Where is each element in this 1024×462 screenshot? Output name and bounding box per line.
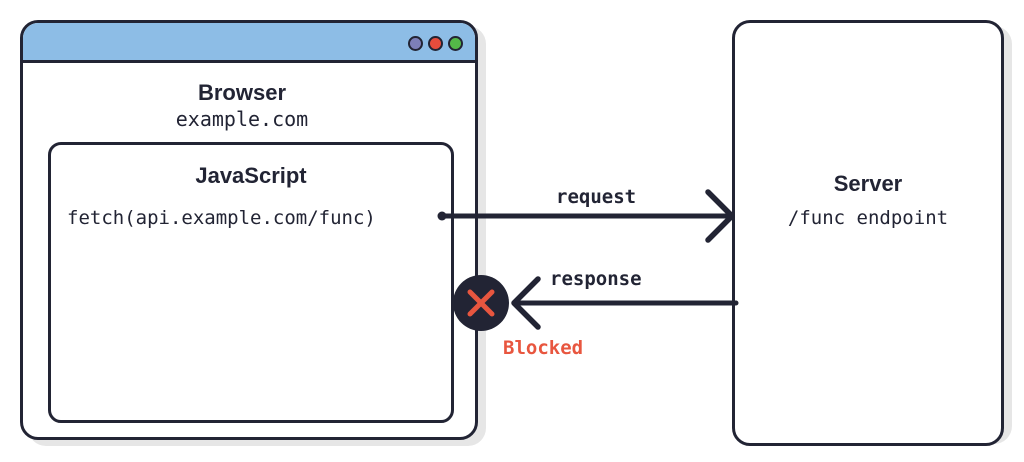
window-close-dot-icon (428, 36, 443, 51)
javascript-box: JavaScript fetch(api.example.com/func) (48, 142, 454, 423)
server-box: Server /func endpoint (732, 20, 1004, 446)
server-endpoint: /func endpoint (787, 207, 949, 229)
response-arrow-head (511, 276, 541, 330)
request-arrow (437, 189, 735, 243)
server-title: Server (833, 171, 903, 196)
response-arrow (511, 276, 739, 330)
response-label: response (550, 268, 642, 290)
javascript-title: JavaScript (195, 163, 307, 188)
request-arrow-head (705, 189, 735, 243)
window-dot-purple-icon (408, 36, 423, 51)
browser-titlebar (23, 23, 475, 63)
javascript-fetch-code: fetch(api.example.com/func) (67, 207, 376, 229)
blocked-label: Blocked (503, 337, 584, 359)
window-dot-green-icon (448, 36, 463, 51)
browser-title: Browser (197, 80, 287, 105)
browser-domain: example.com (175, 107, 309, 131)
request-label: request (556, 186, 637, 208)
blocked-x-icon (453, 275, 509, 331)
